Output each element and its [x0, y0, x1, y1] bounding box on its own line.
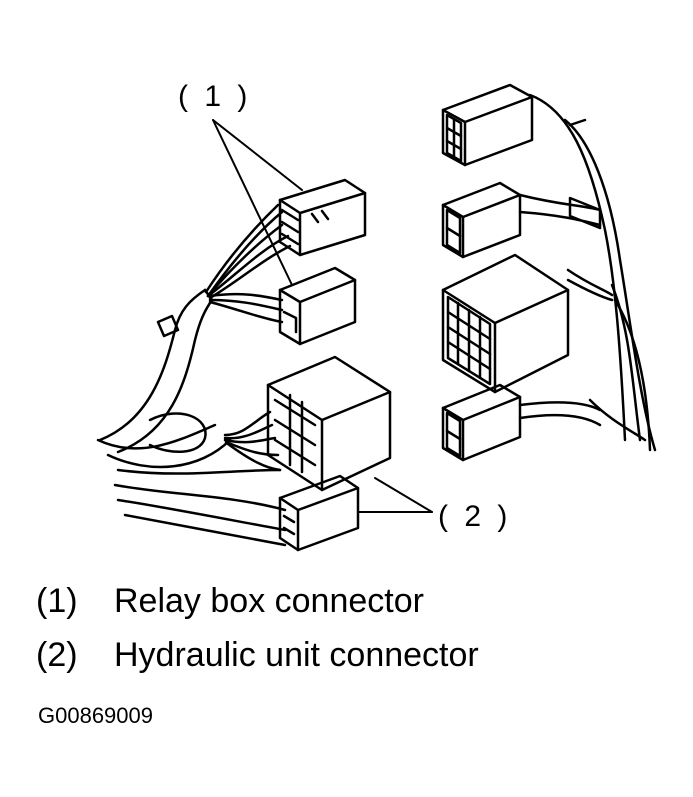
callout-1-label: ( 1 ) [178, 80, 252, 113]
legend-number: (1) [36, 582, 78, 620]
hydraulic-harness [96, 410, 287, 547]
legend-number: (2) [36, 636, 78, 674]
hydraulic-connector-large [266, 355, 392, 492]
left-harness [98, 203, 292, 454]
right-connector-1 [441, 83, 534, 167]
callout-2-label: ( 2 ) [438, 500, 512, 533]
legend-item-2: (2) Hydraulic unit connector [36, 636, 479, 675]
right-connector-3 [441, 253, 570, 394]
figure-id: G00869009 [38, 703, 153, 728]
legend-text: Relay box connector [114, 582, 424, 620]
legend-text: Hydraulic unit connector [114, 636, 479, 674]
right-connector-4 [441, 383, 522, 462]
right-connector-2 [441, 181, 522, 259]
relay-connector-lower [278, 266, 357, 346]
legend-item-1: (1) Relay box connector [36, 582, 424, 621]
callout-2-leaders [357, 477, 433, 513]
callout-1-leaders [212, 119, 303, 286]
right-harness [518, 93, 657, 452]
hydraulic-connector-small [278, 474, 360, 552]
relay-connector-upper [278, 178, 367, 257]
